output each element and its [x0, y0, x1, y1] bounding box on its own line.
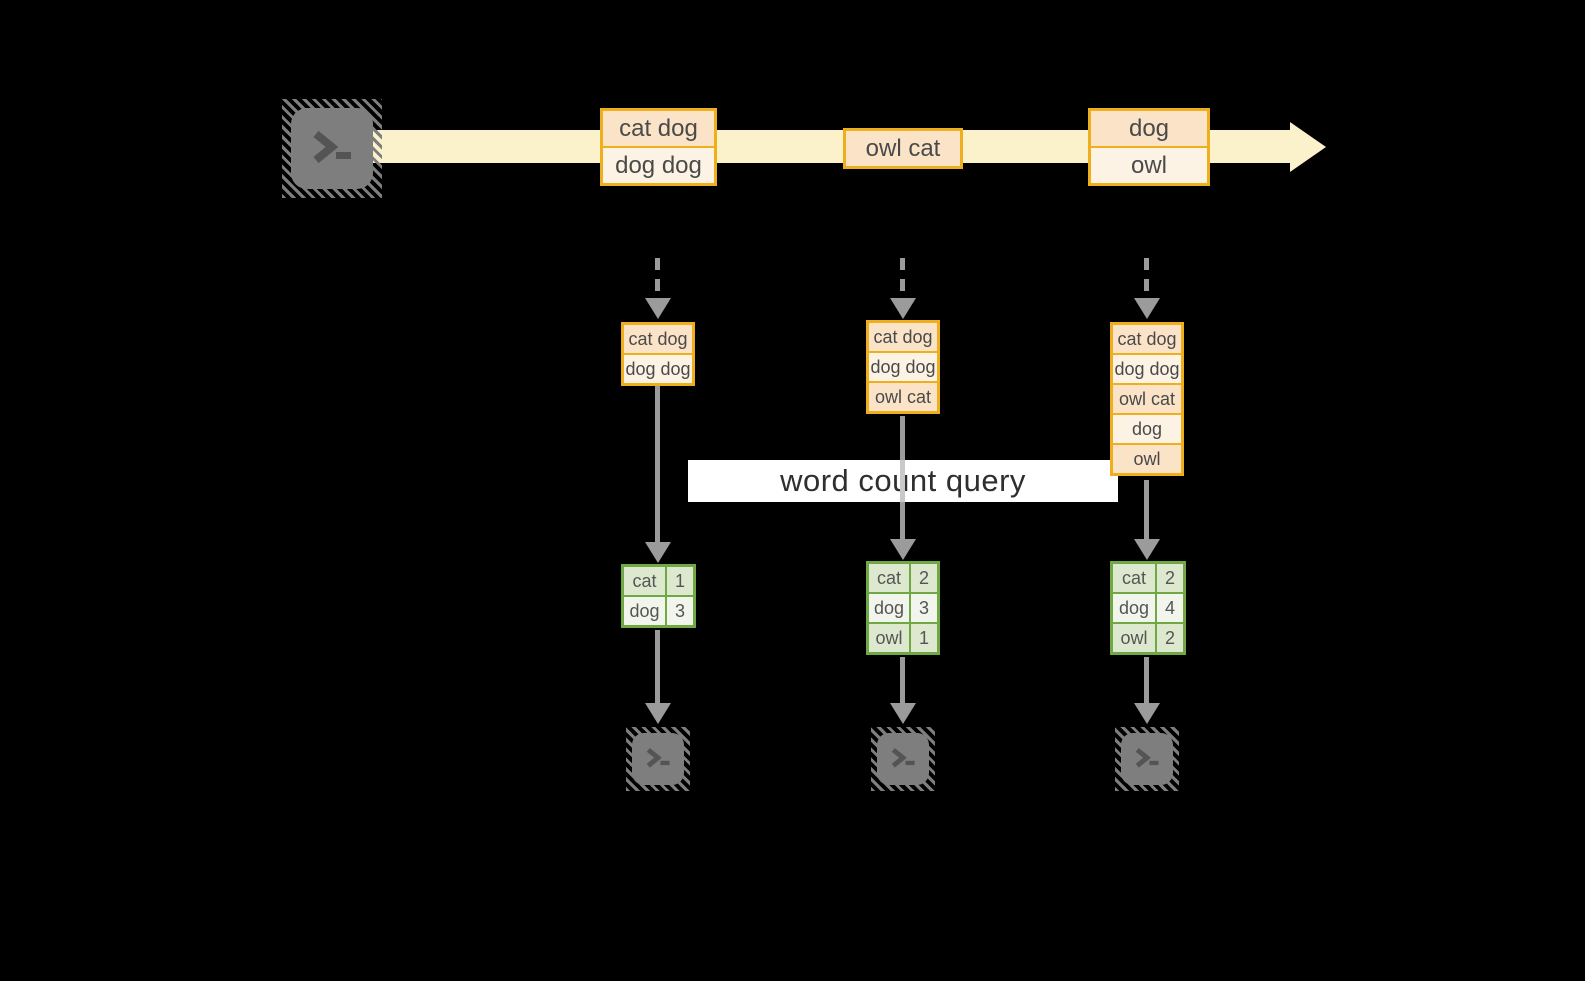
stream-batch-3: dog owl: [1088, 108, 1210, 186]
stream-batch-line: dog dog: [603, 148, 714, 183]
table-row: dog 4: [1113, 594, 1183, 622]
sink-terminal-icon: [626, 727, 690, 791]
state-line: owl cat: [869, 383, 937, 411]
count-value: 1: [667, 567, 693, 595]
arrow-down-icon: [1144, 258, 1149, 298]
state-stack-2: cat dog dog dog owl cat: [866, 320, 940, 414]
terminal-prompt-glyph: [1135, 747, 1159, 768]
count-value: 3: [911, 594, 937, 622]
count-word: cat: [1113, 564, 1155, 592]
count-word: owl: [1113, 624, 1155, 652]
stream-batch-line: cat dog: [603, 111, 714, 146]
arrow-right-icon: [1290, 122, 1326, 172]
arrow-down-head-icon: [890, 298, 916, 319]
count-value: 2: [1157, 624, 1183, 652]
terminal-screen: [877, 733, 929, 785]
arrow-down-head-icon: [1134, 703, 1160, 724]
arrow-crossing-label: [900, 460, 905, 502]
arrow-down-head-icon: [645, 542, 671, 563]
terminal-screen: [632, 733, 684, 785]
arrow-down-head-icon: [1134, 539, 1160, 560]
stream-batch-line: dog: [1091, 111, 1207, 146]
stream-batch-2: owl cat: [843, 128, 963, 169]
table-row: dog 3: [869, 594, 937, 622]
state-line: cat dog: [869, 323, 937, 351]
table-row: cat 1: [624, 567, 693, 595]
state-line: cat dog: [624, 325, 692, 353]
state-line: dog dog: [869, 353, 937, 381]
arrow-down-icon: [900, 258, 905, 298]
table-row: cat 2: [1113, 564, 1183, 592]
arrow-down-icon: [655, 258, 660, 298]
count-value: 2: [911, 564, 937, 592]
state-stack-3: cat dog dog dog owl cat dog owl: [1110, 322, 1184, 476]
count-word: cat: [624, 567, 665, 595]
count-word: dog: [624, 597, 665, 625]
arrow-down-head-icon: [890, 703, 916, 724]
table-row: dog 3: [624, 597, 693, 625]
state-line: cat dog: [1113, 325, 1181, 353]
terminal-prompt-glyph: [891, 747, 915, 768]
count-table-3: cat 2 dog 4 owl 2: [1110, 561, 1186, 655]
sink-terminal-icon: [871, 727, 935, 791]
state-line: owl cat: [1113, 385, 1181, 413]
sink-terminal-icon: [1115, 727, 1179, 791]
count-word: dog: [1113, 594, 1155, 622]
table-row: owl 1: [869, 624, 937, 652]
count-value: 3: [667, 597, 693, 625]
state-stack-1: cat dog dog dog: [621, 322, 695, 386]
source-terminal-icon: [282, 99, 382, 198]
arrow-down-head-icon: [890, 539, 916, 560]
stream-batch-1: cat dog dog dog: [600, 108, 717, 186]
arrow-down-icon: [1144, 657, 1149, 703]
arrow-down-head-icon: [645, 703, 671, 724]
terminal-prompt-glyph: [313, 130, 351, 163]
table-row: owl 2: [1113, 624, 1183, 652]
arrow-down-head-icon: [645, 298, 671, 319]
table-row: cat 2: [869, 564, 937, 592]
count-table-2: cat 2 dog 3 owl 1: [866, 561, 940, 655]
arrow-down-icon: [655, 386, 660, 542]
state-line: dog dog: [1113, 355, 1181, 383]
count-word: owl: [869, 624, 909, 652]
arrow-down-head-icon: [1134, 298, 1160, 319]
count-value: 2: [1157, 564, 1183, 592]
count-table-1: cat 1 dog 3: [621, 564, 696, 628]
count-value: 4: [1157, 594, 1183, 622]
stream-batch-line: owl: [1091, 148, 1207, 183]
arrow-down-icon: [900, 657, 905, 703]
terminal-screen: [1121, 733, 1173, 785]
count-word: dog: [869, 594, 909, 622]
terminal-screen: [291, 108, 373, 189]
state-line: dog dog: [624, 355, 692, 383]
terminal-prompt-glyph: [646, 747, 670, 768]
count-value: 1: [911, 624, 937, 652]
arrow-down-icon: [1144, 480, 1149, 539]
arrow-down-icon: [655, 630, 660, 703]
stream-batch-line: owl cat: [846, 131, 960, 166]
state-line: owl: [1113, 445, 1181, 473]
count-word: cat: [869, 564, 909, 592]
state-line: dog: [1113, 415, 1181, 443]
